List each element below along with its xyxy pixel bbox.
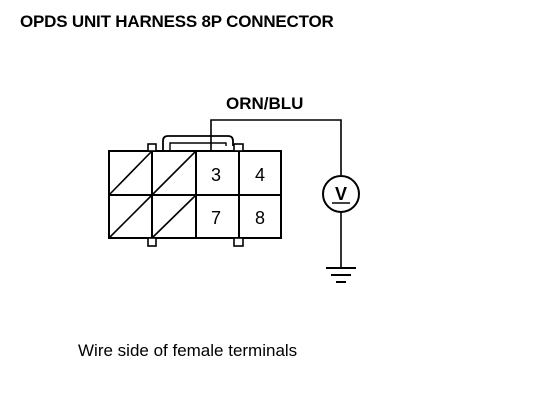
ground-icon xyxy=(326,267,356,283)
terminal-7-label: 7 xyxy=(211,208,221,228)
diagram-caption: Wire side of female terminals xyxy=(78,341,298,360)
connector-bottom-tabs xyxy=(147,237,244,247)
voltmeter-symbol: V xyxy=(335,184,347,204)
terminal-8-label: 8 xyxy=(255,208,265,228)
terminal-4-label: 4 xyxy=(255,165,265,185)
terminal-3-label: 3 xyxy=(211,165,221,185)
page-title: OPDS UNIT HARNESS 8P CONNECTOR xyxy=(20,12,334,31)
probe-wire xyxy=(210,119,342,175)
voltmeter-icon: V xyxy=(322,175,360,213)
wire-color-label: ORN/BLU xyxy=(226,94,304,113)
blank-cavities xyxy=(108,150,197,239)
connector-lock-latch xyxy=(162,135,234,151)
connector-top-tabs xyxy=(147,143,244,152)
